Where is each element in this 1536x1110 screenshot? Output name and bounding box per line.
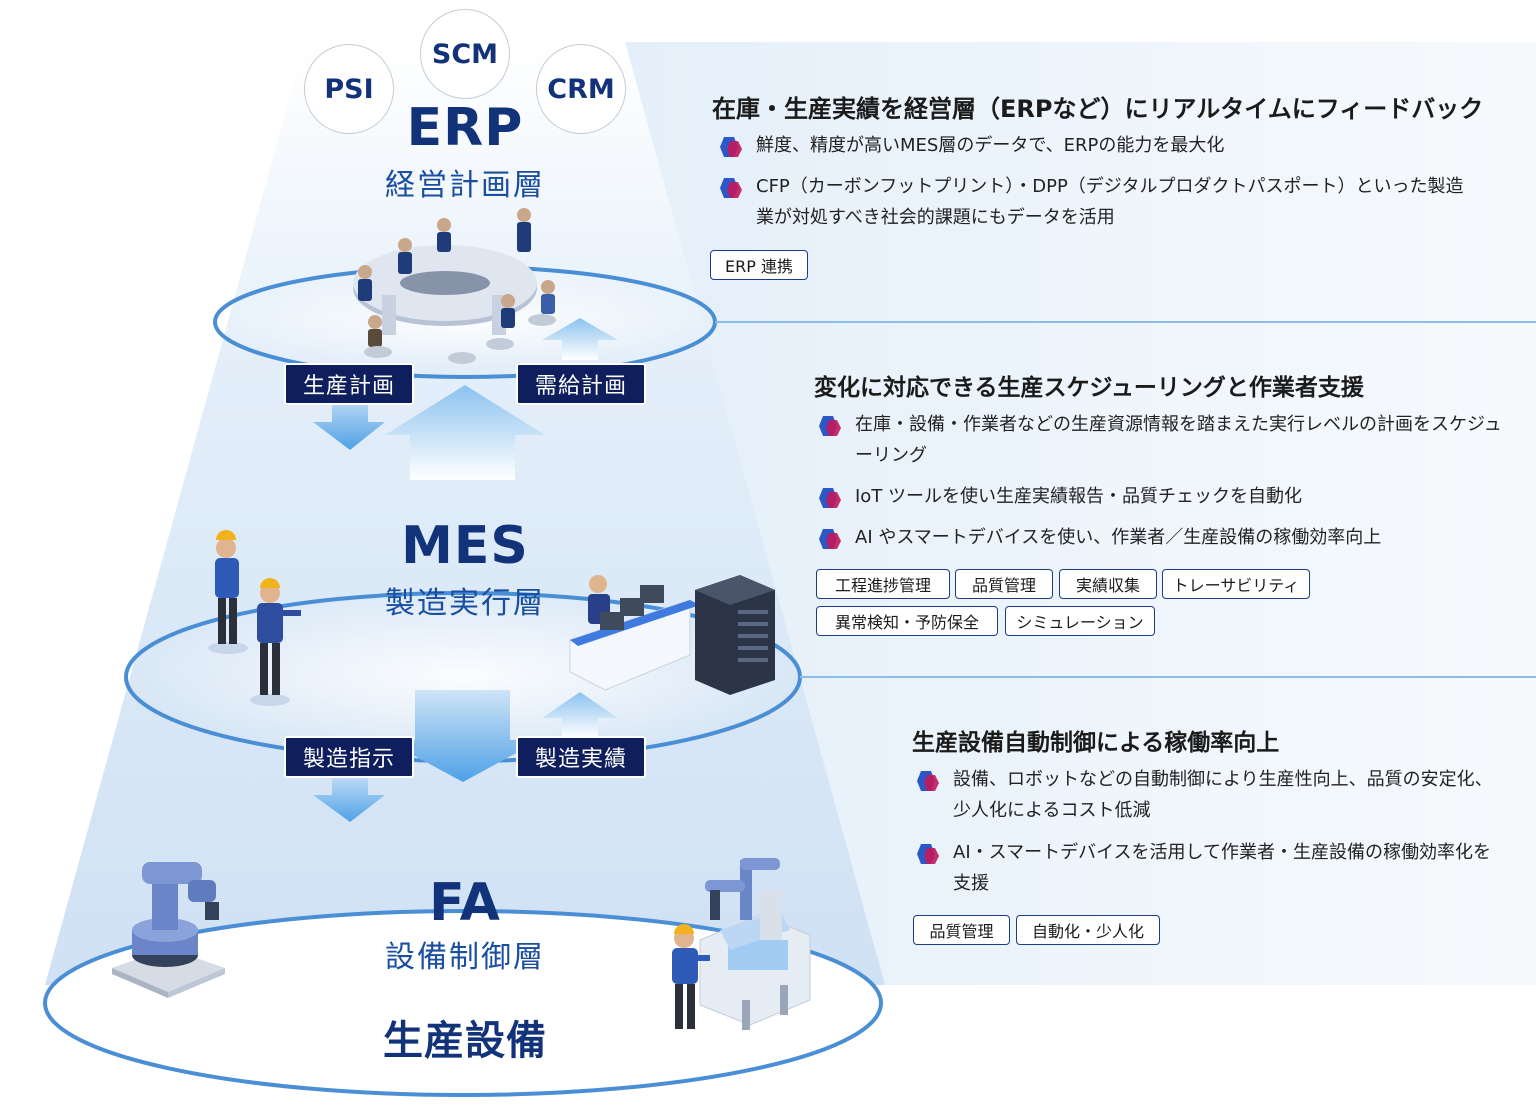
up-arrow-supply-plan (542, 318, 618, 360)
mes-bullet-3: AI やスマートデバイスを使い、作業者／生産設備の稼働効率向上 (815, 522, 1515, 553)
mes-bullet-1: 在庫・設備・作業者などの生産資源情報を踏まえた実行レベルの計画をスケジューリング (815, 409, 1515, 471)
bullet-text: AI・スマートデバイスを活用して作業者・生産設備の稼働効率化を支援 (953, 842, 1491, 894)
mes-subtitle: 製造実行層 (385, 586, 545, 621)
right-panel-bg (625, 42, 1536, 985)
erp-section-title: 在庫・生産実績を経営層（ERPなど）にリアルタイムにフィードバック (712, 95, 1484, 123)
erp-bullet-2: CFP（カーボンフットプリント）・DPP（デジタルプロダクトパスポート）といった… (716, 171, 1476, 233)
mes-section-title: 変化に対応できる生産スケジューリングと作業者支援 (814, 375, 1364, 401)
tag-quality-management: 品質管理 (955, 569, 1053, 599)
bullet-hexagon-icon (720, 137, 742, 157)
tag-simulation: シミュレーション (1005, 606, 1155, 636)
server-rack-illustration (695, 575, 775, 695)
mes-title: MES (401, 516, 529, 576)
down-arrow-instruction (313, 770, 385, 822)
bullet-text: IoT ツールを使い生産実績報告・品質チェックを自動化 (855, 486, 1303, 507)
manufacturing-result-label: 製造実績 (516, 736, 646, 778)
bullet-text: 在庫・設備・作業者などの生産資源情報を踏まえた実行レベルの計画をスケジューリング (855, 414, 1502, 466)
bullet-hexagon-icon (917, 844, 939, 864)
manufacturing-instruction-label: 製造指示 (284, 736, 414, 778)
tag-quality-management-fa: 品質管理 (913, 915, 1010, 945)
erp-subtitle: 経営計画層 (385, 168, 545, 203)
fa-section-title: 生産設備自動制御による稼働率向上 (912, 730, 1280, 756)
scm-circle: SCM (420, 9, 510, 99)
tag-anomaly-detection: 異常検知・予防保全 (816, 606, 998, 636)
tag-automation: 自動化・少人化 (1016, 915, 1160, 945)
production-plan-label: 生産計画 (284, 363, 414, 405)
mes-bullet-2: IoT ツールを使い生産実績報告・品質チェックを自動化 (815, 481, 1515, 512)
tag-erp-integration: ERP 連携 (710, 250, 808, 280)
bullet-hexagon-icon (819, 529, 841, 549)
production-equipment-title: 生産設備 (383, 1018, 547, 1064)
fa-bullet-1: 設備、ロボットなどの自動制御により生産性向上、品質の安定化、少人化によるコスト低… (913, 764, 1493, 826)
bullet-text: CFP（カーボンフットプリント）・DPP（デジタルプロダクトパスポート）といった… (756, 176, 1464, 228)
psi-circle: PSI (304, 44, 394, 134)
bullet-hexagon-icon (819, 488, 841, 508)
crm-circle: CRM (536, 44, 626, 134)
tag-process-progress: 工程進捗管理 (816, 569, 950, 599)
bullet-text: AI やスマートデバイスを使い、作業者／生産設備の稼働効率向上 (855, 527, 1382, 548)
control-desk-illustration (569, 575, 700, 691)
erp-bullet-1: 鮮度、精度が高いMES層のデータで、ERPの能力を最大化 (716, 130, 1516, 161)
pyramid-cone (45, 42, 885, 985)
robot-arm-illustration (112, 862, 225, 998)
supply-plan-label: 需給計画 (516, 363, 646, 405)
bullet-text: 鮮度、精度が高いMES層のデータで、ERPの能力を最大化 (756, 135, 1225, 156)
bullet-hexagon-icon (917, 771, 939, 791)
workers-illustration (208, 530, 301, 706)
bullet-hexagon-icon (720, 178, 742, 198)
up-arrow-result (542, 692, 618, 738)
bullet-hexagon-icon (819, 416, 841, 436)
fa-title: FA (429, 873, 501, 933)
fa-bullet-2: AI・スマートデバイスを活用して作業者・生産設備の稼働効率化を支援 (913, 837, 1493, 899)
bullet-text: 設備、ロボットなどの自動制御により生産性向上、品質の安定化、少人化によるコスト低… (953, 769, 1493, 821)
tag-result-collection: 実績収集 (1059, 569, 1157, 599)
down-arrow-production-plan (313, 390, 385, 450)
up-arrow-large (385, 385, 545, 480)
erp-title: ERP (406, 98, 524, 158)
tag-traceability: トレーサビリティ (1162, 569, 1310, 599)
fa-subtitle: 設備制御層 (385, 940, 545, 975)
factory-robot-illustration (672, 858, 811, 1030)
meeting-table-illustration (353, 208, 556, 364)
down-arrow-large (385, 690, 540, 782)
